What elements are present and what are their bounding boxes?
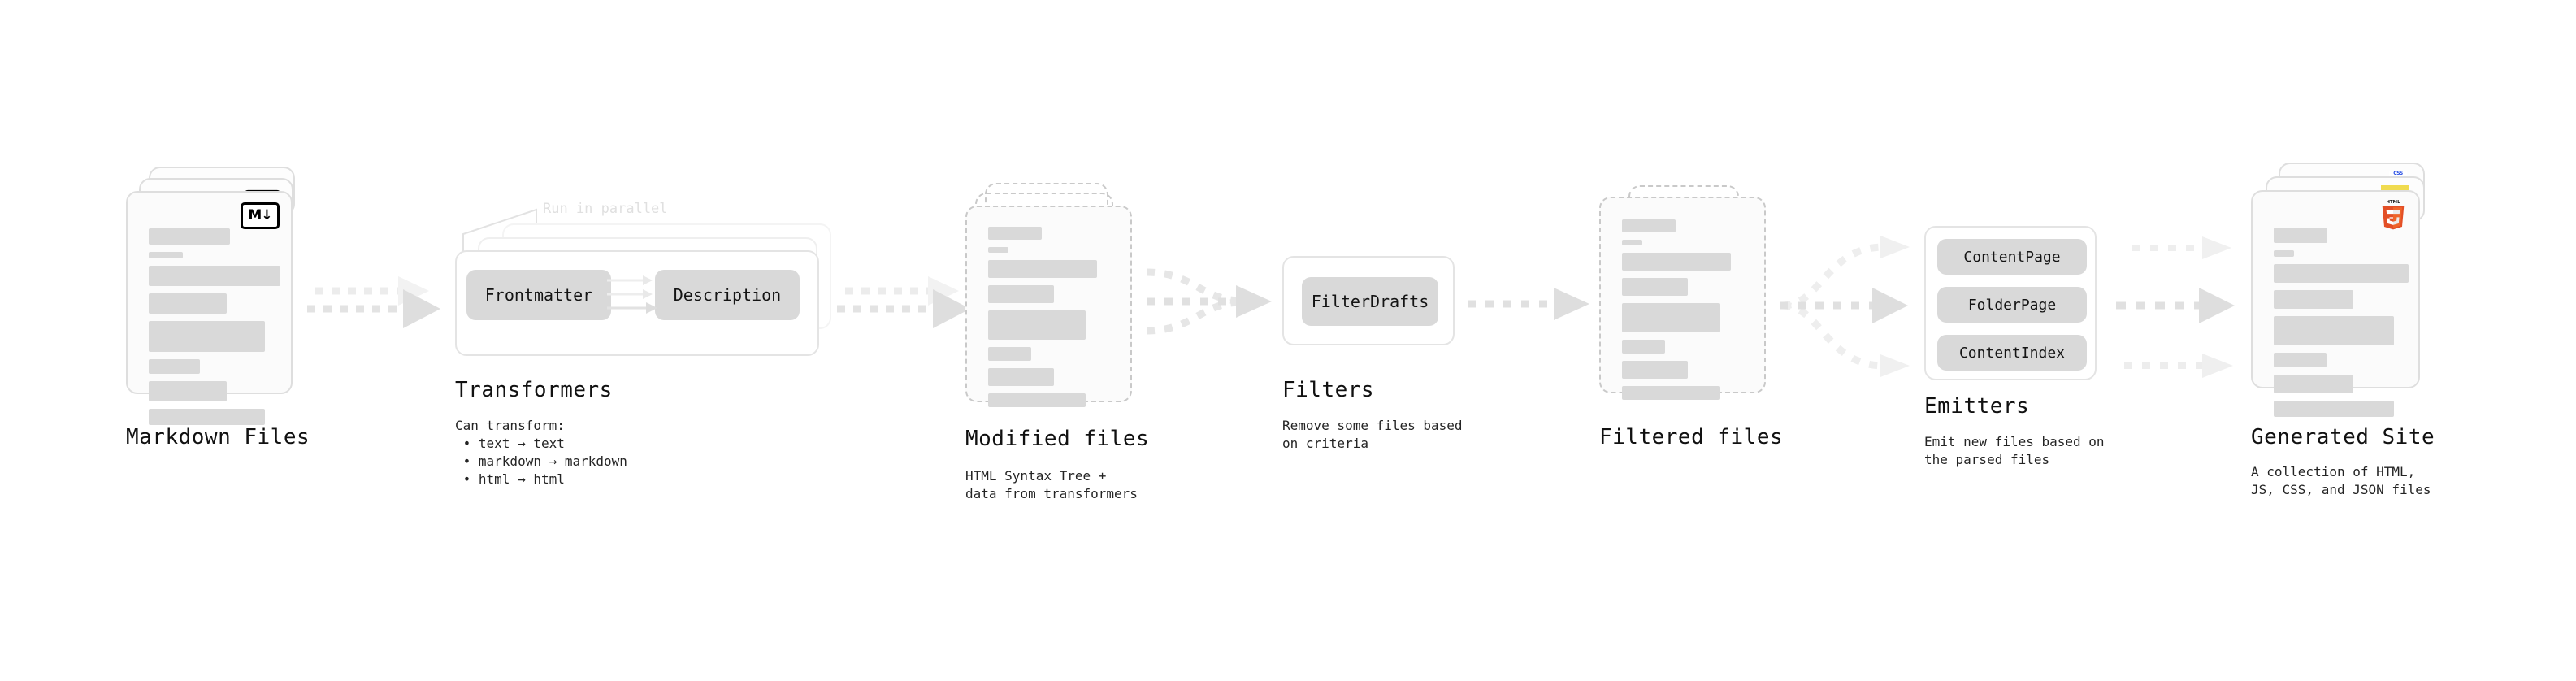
stage-title-filtered-files: Filtered files xyxy=(1599,425,1784,449)
connector-emitters-to-site xyxy=(2103,234,2257,380)
stage-title-filters: Filters xyxy=(1282,378,1375,402)
stage-title-generated-site: Generated Site xyxy=(2251,425,2435,449)
filter-chip-filterdrafts[interactable]: FilterDrafts xyxy=(1302,277,1438,326)
connector-transformers-to-modified xyxy=(837,268,983,349)
emitter-chip-contentpage[interactable]: ContentPage xyxy=(1937,239,2087,275)
site-card-bars xyxy=(2274,228,2409,424)
stage-caption-filters: Remove some files based on criteria xyxy=(1282,418,1463,451)
filters-box: FilterDrafts xyxy=(1282,256,1455,345)
connector-filters-to-filtered xyxy=(1463,286,1601,335)
stage-caption-emitters: Emit new files based on the parsed files xyxy=(1924,434,2105,467)
markdown-file-stack: M↓ M↓ M↓ xyxy=(126,167,313,425)
svg-text:HTML: HTML xyxy=(2386,200,2400,205)
stage-caption-generated-site: A collection of HTML, JS, CSS, and JSON … xyxy=(2251,464,2431,497)
filtered-file-stack xyxy=(1599,185,1786,429)
annotation-run-in-parallel: Run in parallel xyxy=(543,201,668,217)
transformer-chip-frontmatter[interactable]: Frontmatter xyxy=(466,270,611,320)
markdown-card-bars xyxy=(149,228,280,432)
modified-card-front xyxy=(965,206,1132,407)
stage-title-modified-files: Modified files xyxy=(965,427,1150,451)
connector-md-to-transformers xyxy=(307,268,453,349)
emitters-box: ContentPage FolderPage ContentIndex xyxy=(1924,226,2097,380)
connector-modified-to-filters xyxy=(1142,264,1296,354)
stage-title-transformers: Transformers xyxy=(455,378,613,402)
transformer-box-front: Frontmatter Description xyxy=(455,250,819,356)
generated-site-stack: CSS HTML xyxy=(2251,163,2446,423)
transformer-inner-arrows xyxy=(607,275,657,314)
html5-icon: HTML xyxy=(2382,200,2405,230)
markdown-icon: M↓ xyxy=(241,202,280,229)
site-card-html: HTML xyxy=(2251,190,2420,417)
transformer-chip-description[interactable]: Description xyxy=(655,270,800,320)
run-in-parallel-leader xyxy=(462,208,537,254)
filtered-card-front xyxy=(1599,197,1766,400)
transformer-box-stack: Frontmatter Description xyxy=(455,223,845,356)
stage-title-emitters: Emitters xyxy=(1924,394,2030,419)
stage-title-markdown-files: Markdown Files xyxy=(126,425,310,449)
stage-caption-transformers: Can transform: • text → text • markdown … xyxy=(455,418,627,487)
modified-card-bars xyxy=(988,227,1112,414)
filtered-card-bars xyxy=(1622,219,1746,407)
modified-file-stack xyxy=(965,183,1152,427)
markdown-card-front: M↓ xyxy=(126,191,293,425)
emitter-chip-contentindex[interactable]: ContentIndex xyxy=(1937,335,2087,371)
connector-filtered-to-emitters xyxy=(1776,234,1931,380)
stage-caption-modified-files: HTML Syntax Tree + data from transformer… xyxy=(965,468,1138,501)
emitter-chip-folderpage[interactable]: FolderPage xyxy=(1937,287,2087,323)
